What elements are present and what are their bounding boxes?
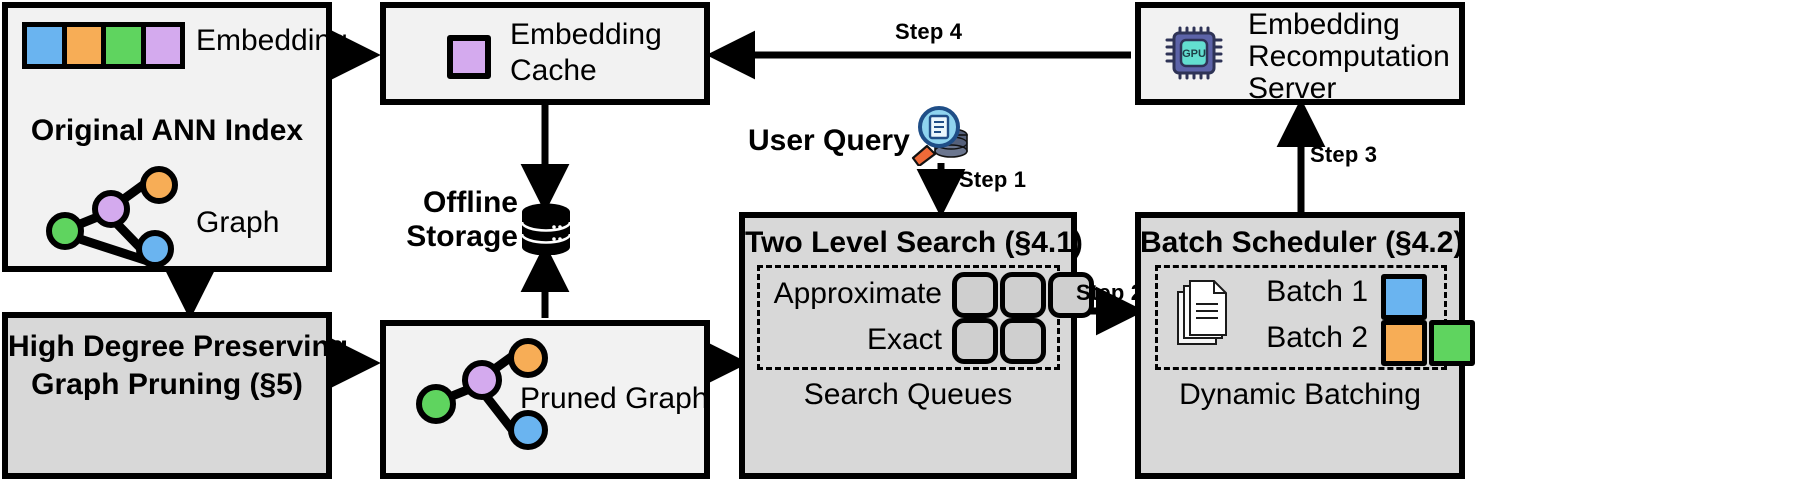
embedding-cache-line2: Cache [510,54,597,87]
batch-1-label: Batch 1 [1266,275,1368,308]
embedding-cache-box [380,2,710,105]
graph-node-blue [136,230,174,268]
exact-row-label: Exact [866,323,942,356]
step-4-label: Step 4 [895,19,963,44]
graph-node-blue [508,410,548,450]
graph-label: Graph [196,206,280,239]
graph-node-purple [92,190,130,228]
graph-pruning-box [2,312,332,479]
embedding-swatch-green [106,27,146,64]
approximate-row-label: Approximate [773,277,942,310]
embedding-cache-chip-icon [447,35,491,79]
embedding-strip [22,22,185,69]
embedding-swatch-blue [27,27,67,64]
gpu-chip-icon: GPU [1165,26,1223,80]
original-ann-index-title: Original ANN Index [30,114,304,147]
embedding-label: Embedding [196,24,348,57]
graph-node-purple [462,360,502,400]
batch-2-swatch-green [1429,320,1475,366]
embedding-swatch-purple [145,27,180,64]
queue-cell[interactable] [1000,272,1046,318]
recompute-server-line2: Recomputation [1248,40,1450,73]
pruned-graph-label: Pruned Graph [520,382,709,415]
embedding-cache-line1: Embedding [510,18,662,51]
graph-node-orange [508,338,548,378]
search-queues-footer: Search Queues [803,378,1013,411]
queue-cell[interactable] [952,318,998,364]
database-cylinder-icon [521,203,571,255]
user-query-label: User Query [748,124,910,157]
graph-node-green [46,212,84,250]
recompute-server-line1: Embedding [1248,8,1400,41]
original-graph-glyph [40,166,178,268]
graph-node-green [416,384,456,424]
batch-2-swatch-orange [1381,320,1427,366]
pruned-graph-glyph [408,338,548,450]
two-level-search-title: Two Level Search (§4.1) [745,226,1083,259]
batch-1-swatch-blue [1381,274,1427,320]
offline-storage-line1: Offline [423,186,518,219]
queue-cell[interactable] [1000,318,1046,364]
dynamic-batching-footer: Dynamic Batching [1179,378,1421,411]
exact-queue-cells [952,318,1046,364]
documents-stack-icon [1177,280,1227,345]
gpu-icon-text: GPU [1182,48,1206,60]
batch-scheduler-title: Batch Scheduler (§4.2) [1140,226,1464,259]
queue-cell[interactable] [1048,272,1094,318]
magnifier-database-icon [911,106,968,166]
step-1-label: Step 1 [959,167,1027,192]
step-3-label: Step 3 [1310,142,1378,167]
graph-node-orange [140,166,178,204]
batch-2-label: Batch 2 [1266,321,1368,354]
graph-pruning-line2: Graph Pruning (§5) [31,368,303,401]
offline-storage-line2: Storage [406,220,518,253]
recompute-server-line3: Server [1248,72,1337,105]
dynamic-batching-dashed-region [1155,265,1447,370]
graph-pruning-line1: High Degree Preserving [8,330,349,363]
queue-cell[interactable] [952,272,998,318]
approximate-queue-cells [952,272,1094,318]
embedding-swatch-orange [66,27,106,64]
